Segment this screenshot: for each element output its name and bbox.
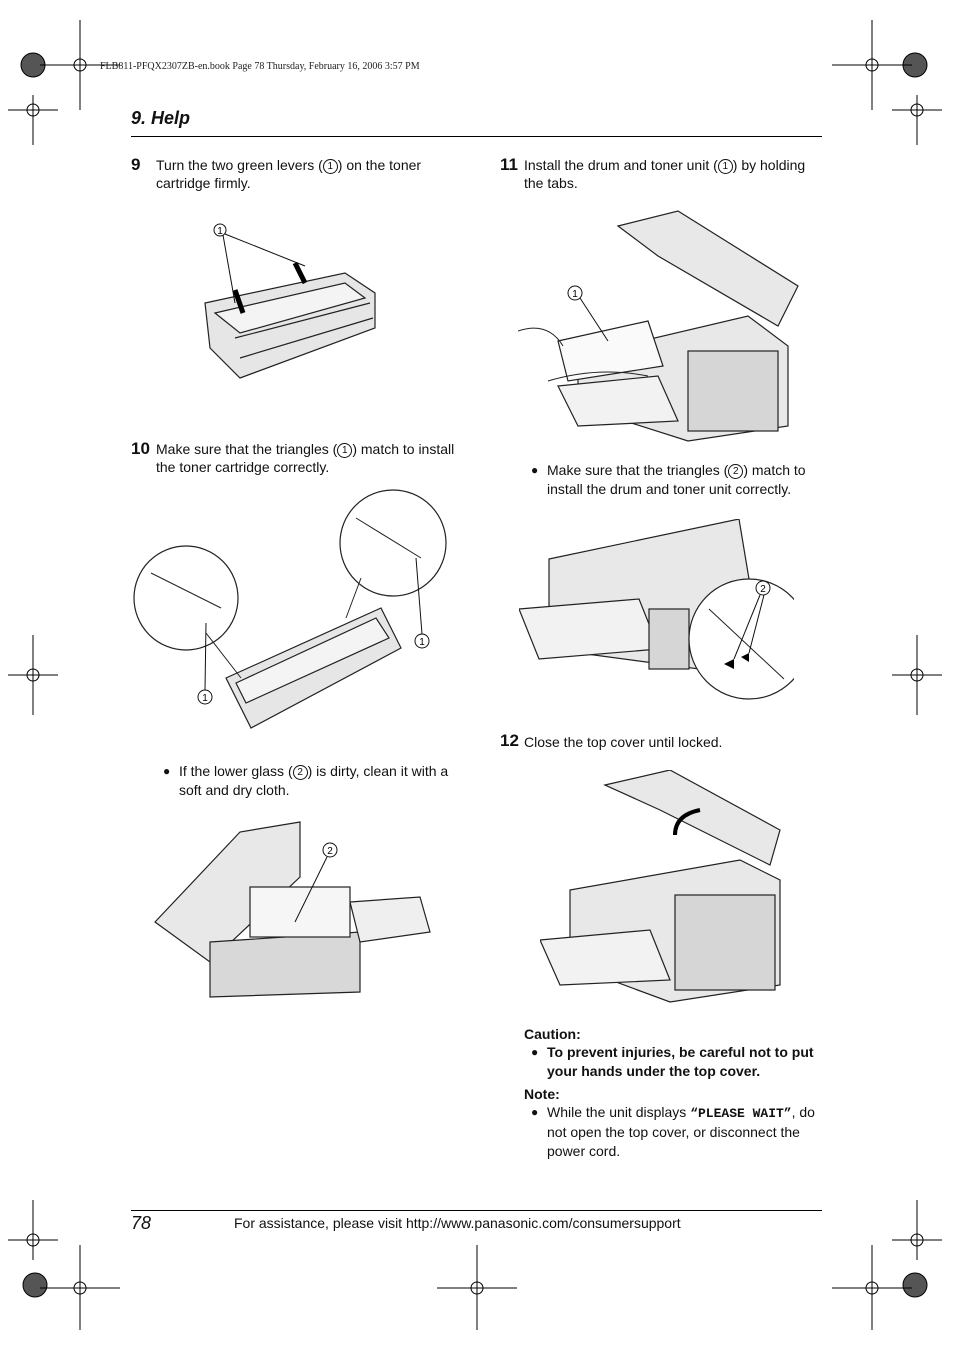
caution-text: ●To prevent injuries, be careful not to … [531,1044,814,1079]
step-11-bullet: ●Make sure that the triangles (2) match … [531,462,806,497]
step-11-number: 11 [500,155,518,174]
step-12-number: 12 [500,731,519,750]
toner-triangles-illustration: 1 1 [133,489,447,729]
callout-1: 1 [572,289,578,300]
note-text: ●While the unit displays “PLEASE WAIT”, … [531,1104,815,1159]
drum-triangles-illustration: 2 [519,519,794,700]
step-9-text: Turn the two green levers (1) on the ton… [156,157,422,191]
drum-install-illustration: 1 [518,210,799,442]
page-number: 78 [131,1213,152,1233]
step-9-number: 9 [131,155,141,174]
step-12-text: Close the top cover until locked. [524,734,723,750]
callout-1: 1 [217,226,223,237]
callout-2: 2 [760,584,766,595]
header-rule [131,136,822,137]
note-title: Note: [524,1086,560,1102]
lower-glass-illustration: 2 [154,821,431,998]
toner-cartridge-levers-illustration: 1 [204,223,376,379]
print-slug: FLB811-PFQX2307ZB-en.book Page 78 Thursd… [100,61,420,72]
step-10-text: Make sure that the triangles (1) match t… [156,441,455,475]
close-cover-illustration [540,770,781,1003]
callout-1-left: 1 [202,693,208,704]
caution-title: Caution: [524,1026,581,1042]
step-10-bullet: ●If the lower glass (2) is dirty, clean … [163,763,449,798]
step-11-text: Install the drum and toner unit (1) by h… [524,157,806,191]
callout-2: 2 [327,846,333,857]
footer-support-text: For assistance, please visit http://www.… [234,1215,681,1231]
step-10-number: 10 [131,439,150,458]
footer-rule [131,1210,822,1211]
section-title: 9. Help [131,108,191,128]
callout-1-right: 1 [419,637,425,648]
